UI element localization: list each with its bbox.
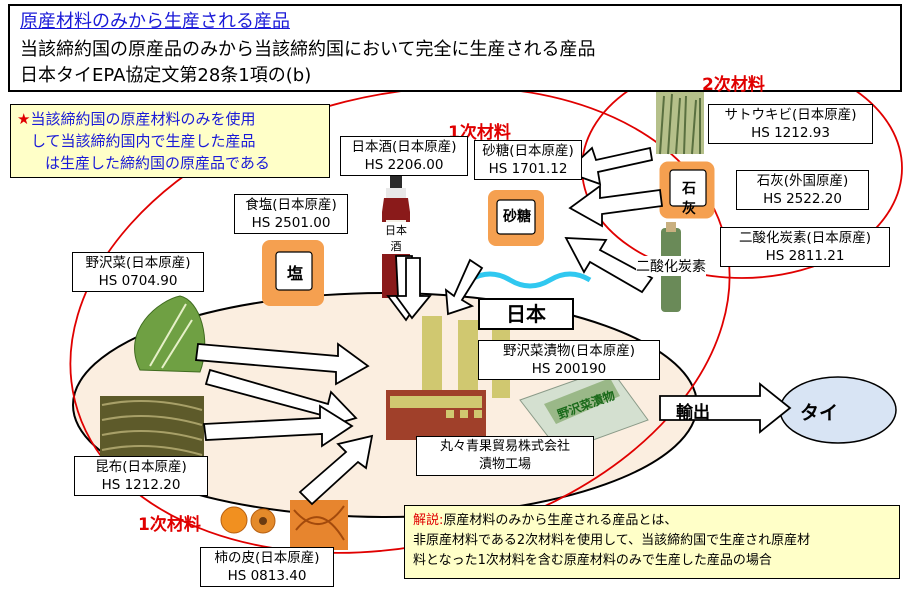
sugarcane-image <box>656 92 704 155</box>
sake-name: 日本酒(日本原産) <box>351 139 457 155</box>
japan-label: 日本 <box>478 298 574 330</box>
lime-label: 石灰(外国原産) HS 2522.20 <box>736 170 869 210</box>
salt-name: 食塩(日本原産) <box>245 197 337 213</box>
thailand-label: タイ <box>800 402 839 424</box>
factory-name: 丸々青果貿易株式会社 <box>439 439 570 454</box>
lime-package-text: 石灰 <box>682 181 696 217</box>
sake-hs: HS 2206.00 <box>364 157 444 173</box>
arrow-co2-to-sugar <box>564 237 654 294</box>
salt-label: 食塩(日本原産) HS 2501.00 <box>234 194 348 234</box>
arrow-persimmon <box>298 434 374 506</box>
co2-package-text: 二酸化炭素 <box>636 256 706 276</box>
arrows-into-factory <box>194 146 792 506</box>
persimmon-label: 柿の皮(日本原産) HS 0813.40 <box>200 547 334 587</box>
co2-hs: HS 2811.21 <box>765 248 845 264</box>
sugar-label: 砂糖(日本原産) HS 1701.12 <box>474 140 582 180</box>
explanation-line-1: 原産材料のみから生産される産品とは、 <box>443 513 678 528</box>
explanation-keyword: 解説: <box>413 513 444 528</box>
header-title[interactable]: 原産材料のみから生産される産品 <box>20 11 290 32</box>
persimmon-name: 柿の皮(日本原産) <box>214 550 320 566</box>
nozawana-label: 野沢菜(日本原産) HS 0704.90 <box>72 252 204 292</box>
kombu-label: 昆布(日本原産) HS 1212.20 <box>74 456 208 496</box>
export-arrow <box>659 382 792 434</box>
primary-material-label-bottom: 1次材料 <box>138 515 201 535</box>
sugar-hs: HS 1701.12 <box>488 161 568 177</box>
arrow-sugarcane-to-sugar <box>564 146 654 186</box>
nozawana-image <box>134 295 206 373</box>
note-line-3: は生産した締約国の原産品である <box>45 154 270 172</box>
lime-bag <box>659 161 715 219</box>
lime-name: 石灰(外国原産) <box>756 173 849 189</box>
sake-package-text: 日本酒 <box>382 222 410 254</box>
lime-hs: HS 2522.20 <box>763 191 842 207</box>
nozawana-hs: HS 0704.90 <box>98 273 178 289</box>
note-box: ★当該締約国の原産材料のみを使用 して当該締約国内で生産した産品 は生産した締約… <box>10 104 330 178</box>
persimmon-peel-image <box>290 500 348 550</box>
sake-label: 日本酒(日本原産) HS 2206.00 <box>340 136 468 176</box>
kombu-hs: HS 1212.20 <box>101 477 181 493</box>
persimmon-fruit-icons <box>220 506 276 534</box>
note-line-1: 当該締約国の原産材料のみを使用 <box>30 110 256 128</box>
kombu-name: 昆布(日本原産) <box>95 459 187 475</box>
salt-package-text: 塩 <box>286 264 303 283</box>
arrow-lime-to-sugar <box>568 184 664 228</box>
co2-name: 二酸化炭素(日本原産) <box>738 230 872 246</box>
sugar-name: 砂糖(日本原産) <box>482 143 574 159</box>
sugarcane-name: サトウキビ(日本原産) <box>724 107 857 123</box>
header-article: 日本タイEPA協定文第28条1項の(b) <box>20 65 312 86</box>
sugar-package-text: 砂糖 <box>503 209 531 225</box>
salt-hs: HS 2501.00 <box>251 215 331 231</box>
salt-bag <box>262 240 324 306</box>
kombu-image <box>100 396 204 458</box>
nozawana-name: 野沢菜(日本原産) <box>85 255 191 271</box>
secondary-material-label: 2次材料 <box>702 75 765 95</box>
sugarcane-label: サトウキビ(日本原産) HS 1212.93 <box>708 104 873 144</box>
explanation-line-2: 非原産材料である2次材料を使用して、当該締約国で生産され原産材 <box>413 533 811 548</box>
star-icon: ★ <box>17 110 31 128</box>
product-hs: HS 200190 <box>531 361 607 377</box>
sugarcane-hs: HS 1212.93 <box>751 125 830 141</box>
arrow-sugar <box>444 258 484 316</box>
explanation-line-3: 料となった1次材料を含む原産材料のみで生産した産品の場合 <box>413 553 772 568</box>
arrow-kombu <box>202 404 354 448</box>
arrow-nozawana <box>194 342 370 386</box>
water-wave <box>468 271 592 289</box>
sugar-bag <box>488 190 544 246</box>
persimmon-hs: HS 0813.40 <box>227 568 307 584</box>
product-package-image <box>519 367 649 453</box>
factory-type: 漬物工場 <box>478 457 531 472</box>
header-box: 原産材料のみから生産される産品 当該締約国の原産品のみから当該締約国において完全… <box>8 4 902 92</box>
product-label: 野沢菜漬物(日本原産) HS 200190 <box>478 340 660 380</box>
product-name: 野沢菜漬物(日本原産) <box>502 343 636 359</box>
factory-icon <box>386 316 510 440</box>
note-line-2: して当該締約国内で生産した産品 <box>31 132 256 150</box>
header-subtitle: 当該締約国の原産品のみから当該締約国において完全に生産される産品 <box>20 39 596 60</box>
explanation-box: 解説:原産材料のみから生産される産品とは、 非原産材料である2次材料を使用して、… <box>404 505 900 579</box>
co2-label: 二酸化炭素(日本原産) HS 2811.21 <box>720 227 890 267</box>
factory-label: 丸々青果貿易株式会社 漬物工場 <box>416 436 594 476</box>
export-label: 輸出 <box>676 403 710 423</box>
